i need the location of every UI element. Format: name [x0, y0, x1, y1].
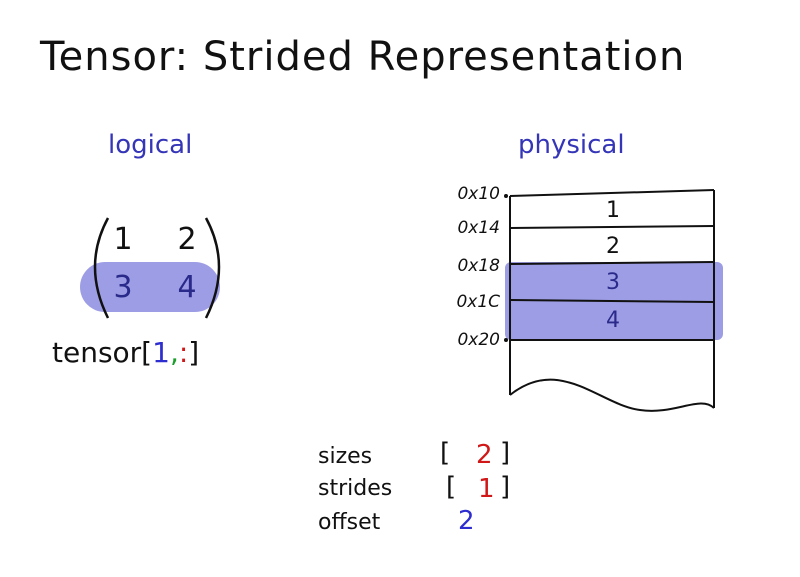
matrix-row-highlight: [80, 262, 220, 312]
sizes-open-bracket: [: [440, 438, 451, 468]
memory-address: 0x20: [457, 330, 500, 350]
matrix-right-paren: [204, 217, 221, 319]
memory-cell-selected: 3: [606, 270, 620, 295]
memory-address: 0x1C: [456, 292, 500, 312]
strides-label: strides: [318, 476, 393, 501]
memory-divider-1: [509, 225, 715, 229]
strides-value: 1: [478, 474, 495, 504]
memory-cell: 1: [606, 198, 620, 223]
index-prefix: tensor[: [52, 336, 153, 369]
index-separator: ,: [169, 336, 179, 369]
offset-label: offset: [318, 510, 381, 535]
strides-close-bracket: ]: [500, 472, 511, 502]
matrix-cell-selected: 4: [177, 270, 197, 305]
index-row: 1: [152, 336, 170, 369]
matrix-left-paren: [93, 217, 110, 319]
index-expression: tensor[1,:]: [52, 336, 199, 369]
matrix-cell-selected: 3: [113, 270, 133, 305]
memory-cell-selected: 4: [606, 308, 620, 333]
memory-address: 0x14: [457, 218, 500, 238]
sizes-value: 2: [476, 440, 493, 470]
memory-address: 0x18: [457, 256, 500, 276]
sizes-close-bracket: ]: [500, 438, 511, 468]
offset-value: 2: [458, 506, 475, 536]
memory-divider-3: [509, 299, 715, 303]
physical-heading: physical: [518, 130, 625, 160]
index-suffix: ]: [188, 336, 200, 369]
address-dot: [504, 194, 508, 198]
memory-wavy-bottom: [509, 378, 715, 412]
memory-cell: 2: [606, 234, 620, 259]
index-col: :: [178, 336, 189, 369]
page-title: Tensor: Strided Representation: [40, 34, 686, 80]
address-dot: [504, 338, 508, 342]
memory-address: 0x10: [457, 184, 500, 204]
logical-heading: logical: [108, 130, 193, 160]
matrix-cell: 1: [113, 222, 133, 257]
memory-divider-2: [509, 261, 715, 265]
sizes-label: sizes: [318, 444, 373, 469]
strides-open-bracket: [: [446, 472, 457, 502]
matrix-cell: 2: [177, 222, 197, 257]
memory-top-edge: [509, 189, 715, 197]
